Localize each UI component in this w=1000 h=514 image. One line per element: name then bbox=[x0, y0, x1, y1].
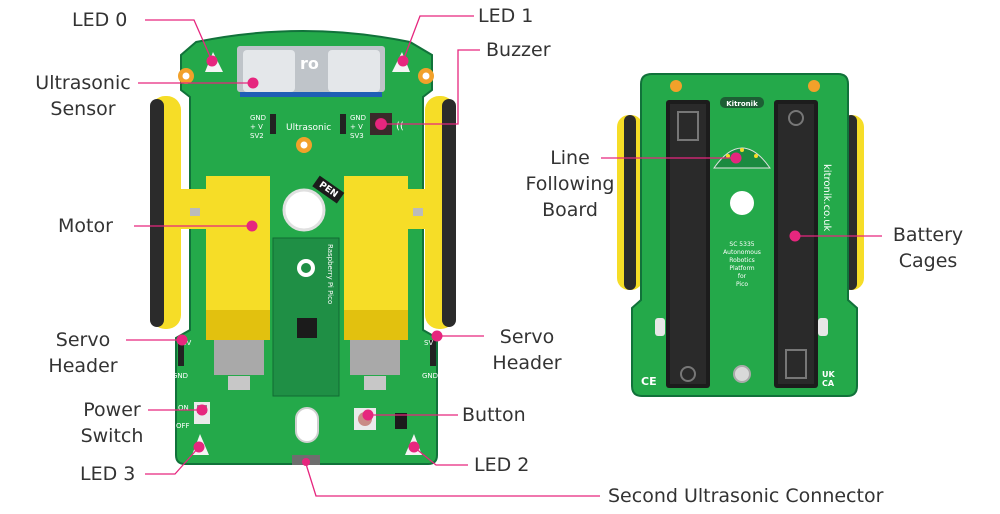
motor-left-icon bbox=[180, 176, 270, 390]
label-servo-header-right: Servo Header bbox=[482, 324, 572, 376]
label-led0: LED 0 bbox=[72, 9, 128, 31]
dot-button bbox=[362, 409, 374, 421]
dot-battery bbox=[789, 230, 801, 242]
sv3-gnd-label: GND bbox=[350, 114, 366, 122]
battery-cage-right-icon bbox=[774, 100, 818, 388]
svg-text:((: (( bbox=[396, 121, 404, 132]
callout-lines bbox=[126, 15, 882, 497]
label-servo-left-1: Servo bbox=[55, 329, 111, 351]
callout-dots bbox=[176, 55, 801, 466]
led-corner-markers bbox=[178, 68, 434, 84]
label-ultrasonic-sensor: Ultrasonic Sensor bbox=[30, 70, 136, 122]
sv2-label: SV2 bbox=[250, 132, 264, 140]
line-following-board-icon bbox=[713, 147, 771, 169]
label-battery-2: Cages bbox=[898, 250, 958, 272]
wheel-bottom-left bbox=[617, 115, 643, 290]
ukca-mark-bottom: CA bbox=[822, 379, 835, 388]
on-label: ON bbox=[178, 404, 189, 412]
product-line-1: Autonomous bbox=[723, 249, 761, 256]
label-buzzer: Buzzer bbox=[486, 39, 551, 61]
label-servo-left-2: Header bbox=[48, 355, 118, 377]
wheel-right bbox=[425, 96, 456, 329]
ce-mark-icon: CE bbox=[641, 375, 657, 388]
ukca-mark-top: UK bbox=[822, 370, 835, 379]
ultrasonic-sensor: ro bbox=[237, 46, 385, 97]
gnd-right-label: GND bbox=[422, 372, 438, 380]
servo-header-right-icon: SV GND bbox=[422, 339, 438, 380]
sv-right-label: SV bbox=[424, 339, 433, 347]
bottom-pcb bbox=[631, 73, 858, 397]
label-ultrasonic-line1: Ultrasonic bbox=[35, 72, 131, 94]
product-line-0: SC 5335 bbox=[729, 241, 754, 248]
label-servo-header-left: Servo Header bbox=[38, 327, 128, 379]
dot-motor bbox=[246, 220, 258, 232]
bottom-hole bbox=[295, 407, 319, 443]
gnd-left-label: GND bbox=[172, 372, 188, 380]
dot-led2 bbox=[408, 441, 420, 453]
sv-left-label: SV bbox=[182, 339, 191, 347]
dot-second-ultrasonic bbox=[302, 458, 310, 466]
label-ultrasonic-line2: Sensor bbox=[50, 98, 116, 120]
servo-header-sv2: GND + V SV2 bbox=[250, 114, 276, 140]
wheel-left bbox=[150, 96, 181, 329]
sv2-v-label: + V bbox=[250, 123, 263, 131]
label-power-1: Power bbox=[83, 399, 141, 421]
product-line-4: for bbox=[738, 273, 747, 280]
dot-led1 bbox=[397, 55, 409, 67]
label-line-following-board: Line Following Board bbox=[513, 145, 627, 223]
dot-servo-left bbox=[176, 334, 188, 346]
dot-ultrasonic bbox=[247, 77, 259, 89]
dot-line-following bbox=[730, 152, 742, 164]
label-led3: LED 3 bbox=[80, 463, 136, 485]
dot-led3 bbox=[193, 441, 205, 453]
pico-board: Raspberry Pi Pico bbox=[272, 237, 340, 397]
off-label: OFF bbox=[176, 422, 190, 430]
label-line-2: Following bbox=[525, 173, 615, 195]
ultrasonic-silk-label: Ultrasonic bbox=[286, 123, 331, 133]
label-power-2: Switch bbox=[80, 425, 144, 447]
robot-top-view: ro GND + V SV2 GND + V SV3 Ultrasonic (( bbox=[150, 30, 456, 465]
product-line-3: Platform bbox=[729, 265, 754, 272]
product-line-5: Pico bbox=[736, 281, 748, 288]
brand-badge bbox=[720, 97, 764, 108]
label-battery-cages: Battery Cages bbox=[880, 222, 976, 274]
robot-bottom-view: Kitronik SC 5335 Autonomous Robotics Pla… bbox=[617, 73, 864, 397]
dot-servo-right bbox=[431, 330, 443, 342]
label-servo-right-1: Servo bbox=[499, 326, 555, 348]
servo-header-left-icon: SV GND bbox=[172, 339, 191, 380]
motor-right-icon bbox=[344, 176, 433, 390]
label-line-3: Board bbox=[542, 199, 598, 221]
label-led2: LED 2 bbox=[474, 454, 530, 476]
dot-power-switch bbox=[196, 404, 208, 416]
label-servo-right-2: Header bbox=[492, 352, 562, 374]
label-line-1: Line bbox=[550, 147, 590, 169]
label-battery-1: Battery bbox=[892, 224, 964, 246]
dot-led0 bbox=[206, 55, 218, 67]
product-line-2: Robotics bbox=[729, 257, 755, 264]
sv2-gnd-label: GND bbox=[250, 114, 266, 122]
label-led1: LED 1 bbox=[478, 5, 534, 27]
pico-label: Raspberry Pi Pico bbox=[326, 244, 334, 304]
sv3-label: SV3 bbox=[350, 132, 364, 140]
battery-cage-left-icon bbox=[666, 100, 710, 388]
raspberry-logo-icon bbox=[297, 259, 315, 277]
label-button: Button bbox=[462, 404, 526, 426]
product-text: SC 5335 Autonomous Robotics Platform for… bbox=[723, 241, 761, 288]
sv3-v-label: + V bbox=[350, 123, 363, 131]
label-second-ultrasonic-connector: Second Ultrasonic Connector bbox=[608, 485, 884, 507]
bottom-hole-2 bbox=[733, 365, 751, 383]
dot-buzzer bbox=[375, 118, 387, 130]
label-motor: Motor bbox=[58, 215, 113, 237]
sensor-text: ro bbox=[300, 54, 319, 73]
label-power-switch: Power Switch bbox=[70, 397, 154, 449]
url-label: kitronik.co.uk bbox=[821, 164, 832, 232]
servo-header-sv3: GND + V SV3 bbox=[340, 114, 366, 140]
brand-label: Kitronik bbox=[726, 100, 758, 108]
